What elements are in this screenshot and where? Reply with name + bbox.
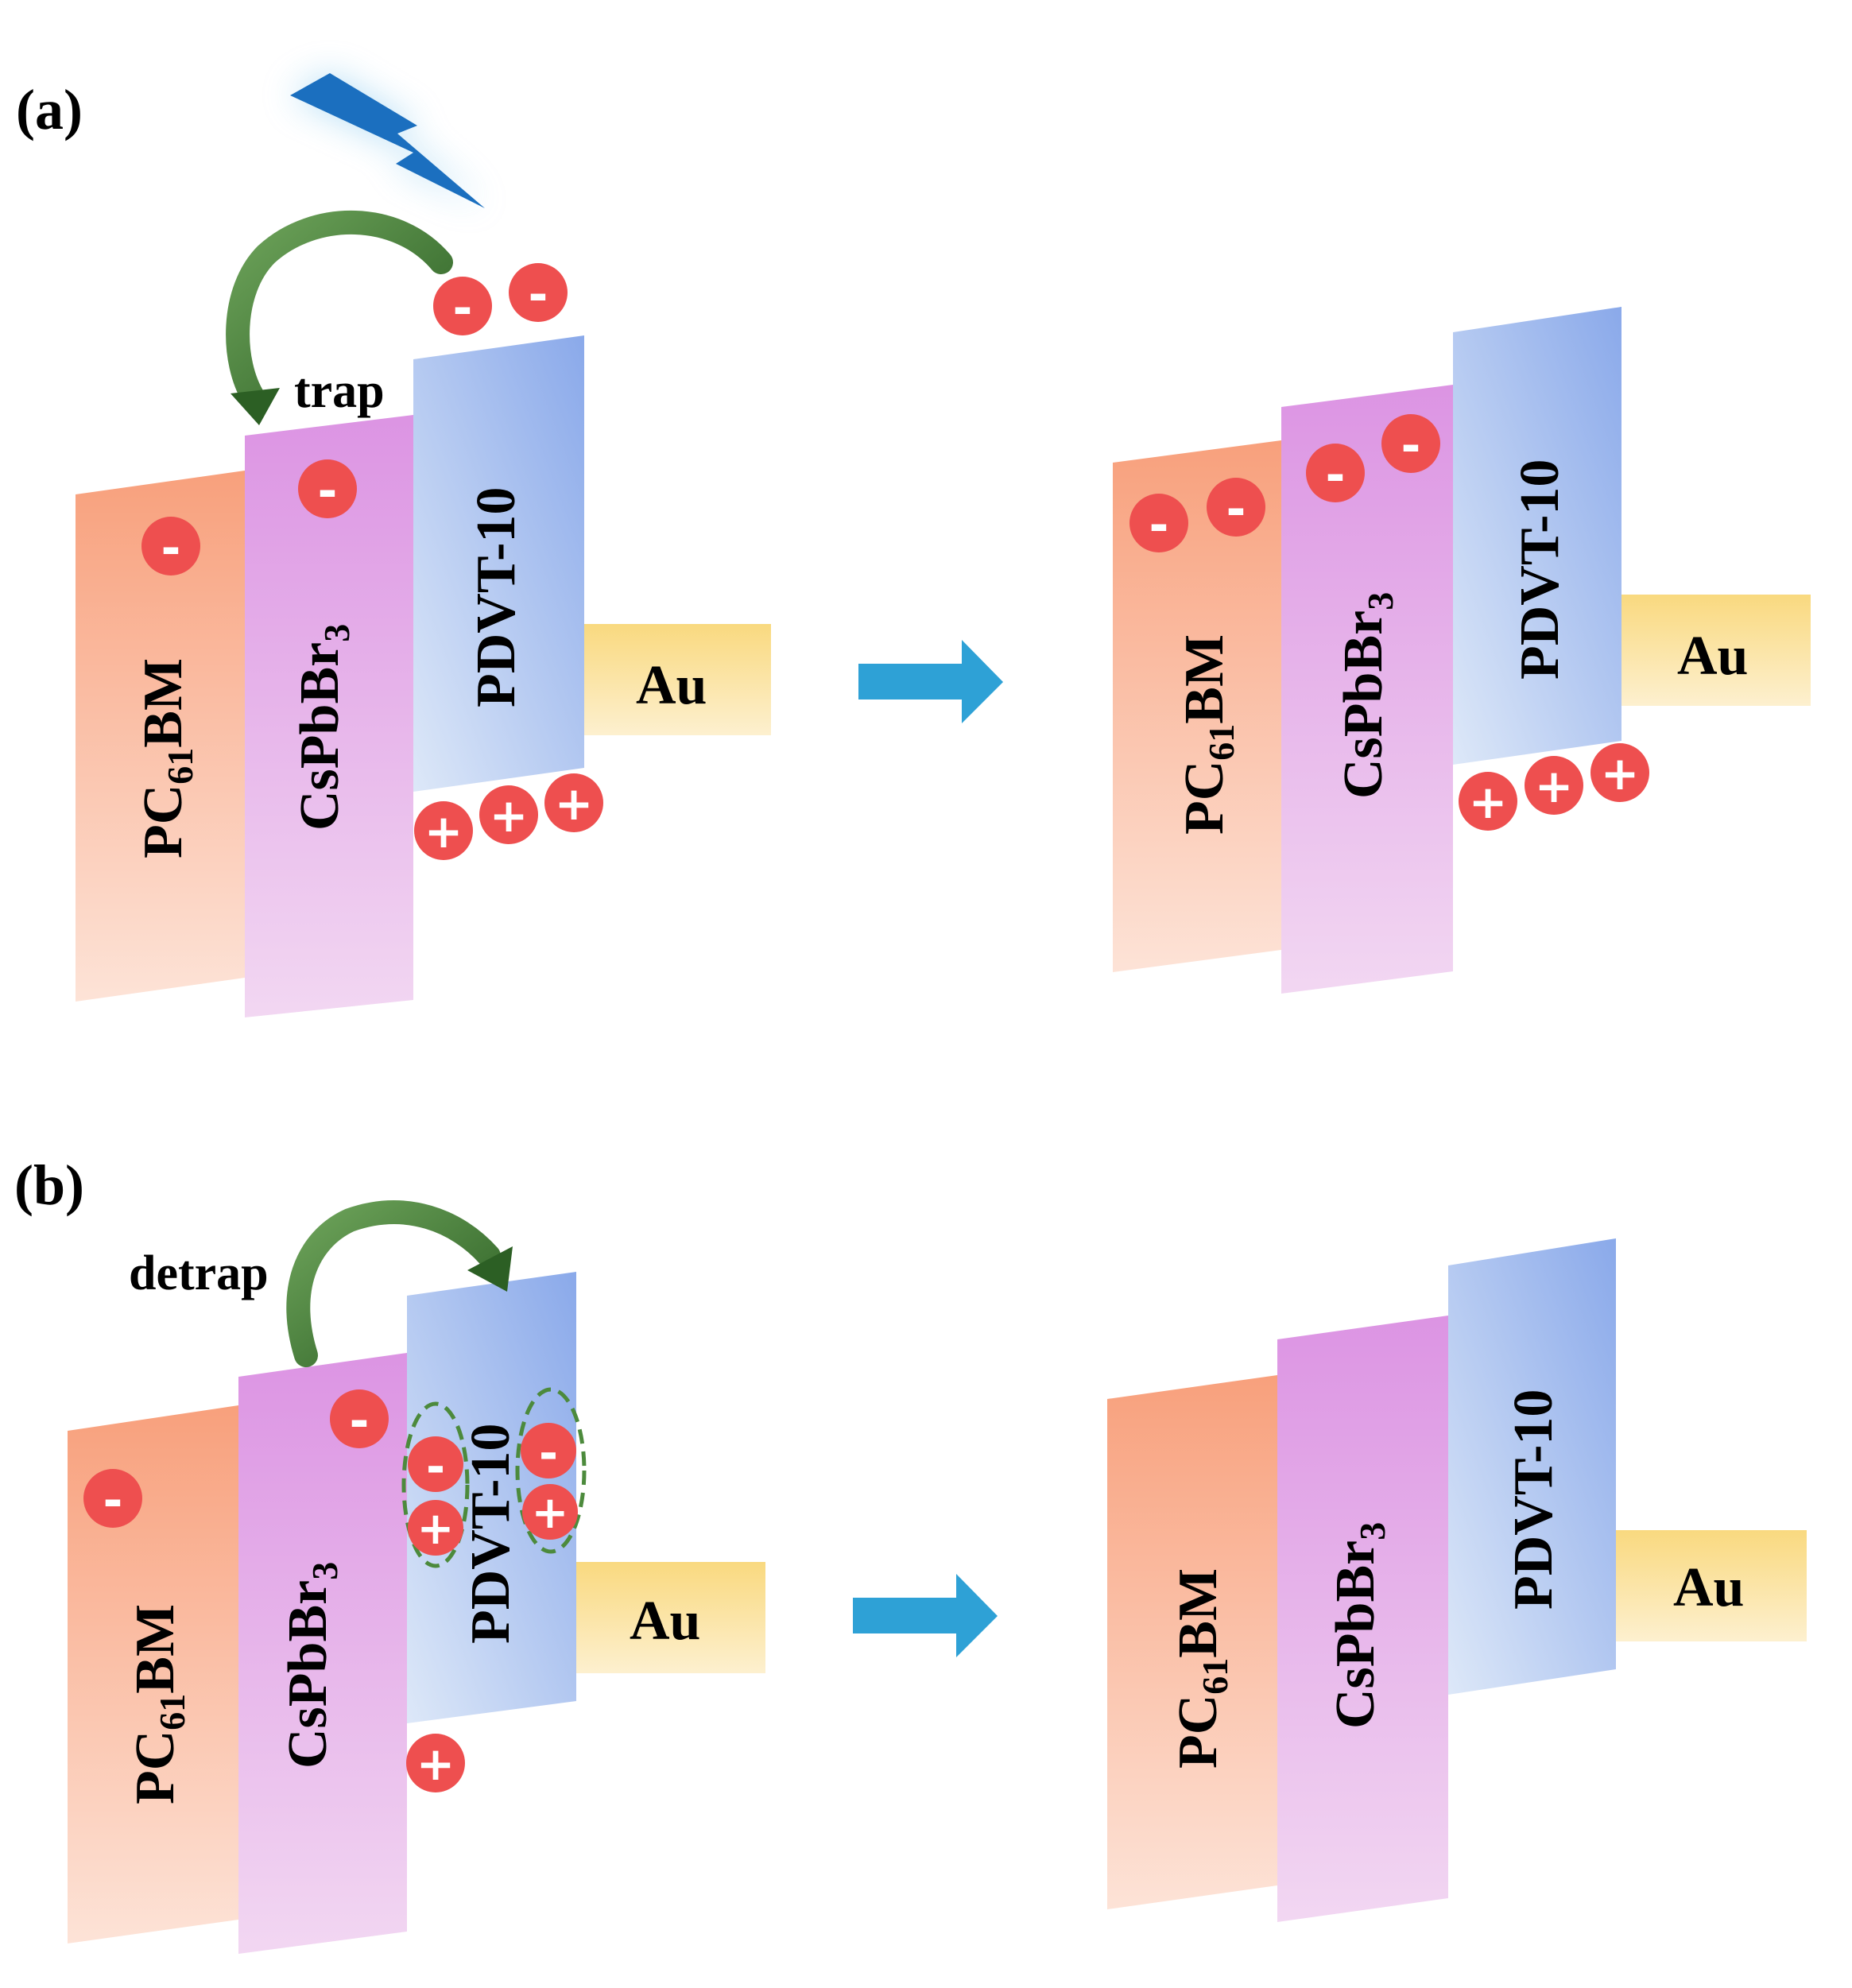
pdvt-label: PDVT-10 bbox=[460, 1424, 521, 1644]
svg-text:-: - bbox=[539, 1426, 558, 1480]
hole: + bbox=[408, 1500, 463, 1556]
pcbm-layer bbox=[1107, 1375, 1277, 1909]
device-b-right: PC61BM CsPbBr3 PDVT-10 Au bbox=[1107, 1238, 1807, 1922]
electron: - bbox=[1306, 444, 1365, 503]
svg-text:+: + bbox=[1535, 759, 1574, 813]
hole: + bbox=[414, 801, 473, 860]
pcbm-label: PC61BM bbox=[125, 1604, 192, 1804]
panel-b-label: (b) bbox=[14, 1153, 84, 1217]
electron: - bbox=[1207, 478, 1265, 537]
transition-arrow-icon bbox=[858, 640, 1003, 723]
svg-text:+: + bbox=[532, 1487, 569, 1539]
au-label: Au bbox=[1677, 626, 1748, 687]
svg-text:-: - bbox=[529, 267, 548, 323]
pcbm-label: PC61BM bbox=[1168, 1568, 1235, 1769]
cspbbr-label: CsPbBr3 bbox=[1325, 1522, 1393, 1729]
pcbm-label: PC61BM bbox=[1174, 634, 1242, 835]
au-label: Au bbox=[630, 1591, 700, 1652]
hole: + bbox=[1590, 743, 1649, 802]
svg-text:+: + bbox=[417, 1737, 455, 1791]
exciton-pair-outline bbox=[515, 1387, 587, 1554]
hole: + bbox=[1525, 756, 1583, 815]
electron: - bbox=[521, 1423, 576, 1480]
au-electrode bbox=[1621, 595, 1811, 706]
cspbbr-label: CsPbBr3 bbox=[289, 624, 357, 831]
detrap-label: detrap bbox=[129, 1246, 269, 1300]
svg-text:-: - bbox=[453, 281, 473, 336]
pcbm-layer bbox=[76, 471, 245, 1002]
cspbbr-layer bbox=[1281, 385, 1453, 994]
exciton-pair-outline bbox=[401, 1401, 470, 1568]
cspbbr-layer bbox=[245, 415, 413, 1017]
svg-text:-: - bbox=[1226, 482, 1246, 537]
pcbm-layer bbox=[1113, 440, 1281, 972]
pdvt-label: PDVT-10 bbox=[1503, 1389, 1564, 1610]
pdvt-label: PDVT-10 bbox=[1509, 459, 1571, 680]
svg-text:+: + bbox=[417, 1503, 455, 1555]
device-b-left: PC61BM CsPbBr3 PDVT-10 Au detrap - - - +… bbox=[68, 1200, 765, 1954]
electron: - bbox=[408, 1436, 463, 1494]
panel-b: (b) PC61BM CsPbBr3 PDVT-10 Au detrap - -… bbox=[14, 1153, 1807, 1954]
svg-text:-: - bbox=[1326, 448, 1346, 503]
svg-text:-: - bbox=[426, 1440, 445, 1494]
electron: - bbox=[83, 1469, 142, 1529]
cspbbr-layer bbox=[238, 1353, 407, 1954]
transition-arrow-icon bbox=[853, 1574, 998, 1657]
cspbbr-label: CsPbBr3 bbox=[277, 1562, 345, 1769]
cspbbr-label: CsPbBr3 bbox=[1333, 592, 1401, 799]
detrap-arrow-icon bbox=[286, 1200, 513, 1367]
hole: + bbox=[1459, 772, 1517, 831]
hole: + bbox=[522, 1484, 578, 1540]
electron: - bbox=[1129, 494, 1188, 553]
electron: - bbox=[1381, 414, 1440, 474]
trap-arrow-icon bbox=[226, 210, 453, 425]
au-electrode bbox=[576, 1562, 765, 1673]
electron: - bbox=[330, 1389, 389, 1449]
svg-text:+: + bbox=[1601, 746, 1640, 800]
electron: - bbox=[509, 263, 568, 323]
svg-text:-: - bbox=[318, 463, 338, 519]
trap-label: trap bbox=[294, 364, 385, 418]
pdvt-label: PDVT-10 bbox=[466, 487, 527, 707]
svg-text:+: + bbox=[555, 777, 594, 831]
svg-text:-: - bbox=[103, 1473, 123, 1529]
pdvt-layer bbox=[1453, 307, 1621, 765]
device-a-right: PC61BM CsPbBr3 PDVT-10 Au - - - - + + + bbox=[1113, 307, 1811, 994]
cspbbr-layer bbox=[1277, 1316, 1448, 1922]
pcbm-label: PC61BM bbox=[133, 658, 200, 858]
au-electrode bbox=[1616, 1530, 1807, 1641]
light-icon bbox=[290, 73, 485, 208]
electron: - bbox=[141, 517, 200, 576]
panel-a-label: (a) bbox=[16, 78, 83, 141]
svg-text:+: + bbox=[1469, 775, 1508, 829]
svg-text:-: - bbox=[1401, 418, 1421, 474]
electron: - bbox=[433, 277, 492, 336]
hole: + bbox=[544, 773, 603, 832]
hole: + bbox=[406, 1734, 465, 1792]
device-a-left: PC61BM CsPbBr3 PDVT-10 Au trap - - - - +… bbox=[76, 210, 771, 1017]
svg-text:-: - bbox=[161, 521, 181, 576]
svg-text:-: - bbox=[350, 1393, 370, 1449]
svg-text:+: + bbox=[424, 804, 463, 858]
electron: - bbox=[298, 459, 357, 519]
svg-text:+: + bbox=[490, 789, 529, 843]
pdvt-layer bbox=[1448, 1238, 1616, 1695]
svg-text:-: - bbox=[1149, 498, 1169, 553]
pdvt-layer bbox=[407, 1272, 576, 1723]
pcbm-layer bbox=[68, 1405, 238, 1943]
panel-a: (a) PC61BM CsPbBr3 PDVT-10 Au trap - - bbox=[16, 73, 1811, 1017]
pdvt-layer bbox=[413, 335, 584, 792]
au-electrode bbox=[584, 624, 771, 735]
hole: + bbox=[479, 785, 538, 844]
au-label: Au bbox=[1673, 1557, 1744, 1618]
au-label: Au bbox=[636, 655, 707, 716]
